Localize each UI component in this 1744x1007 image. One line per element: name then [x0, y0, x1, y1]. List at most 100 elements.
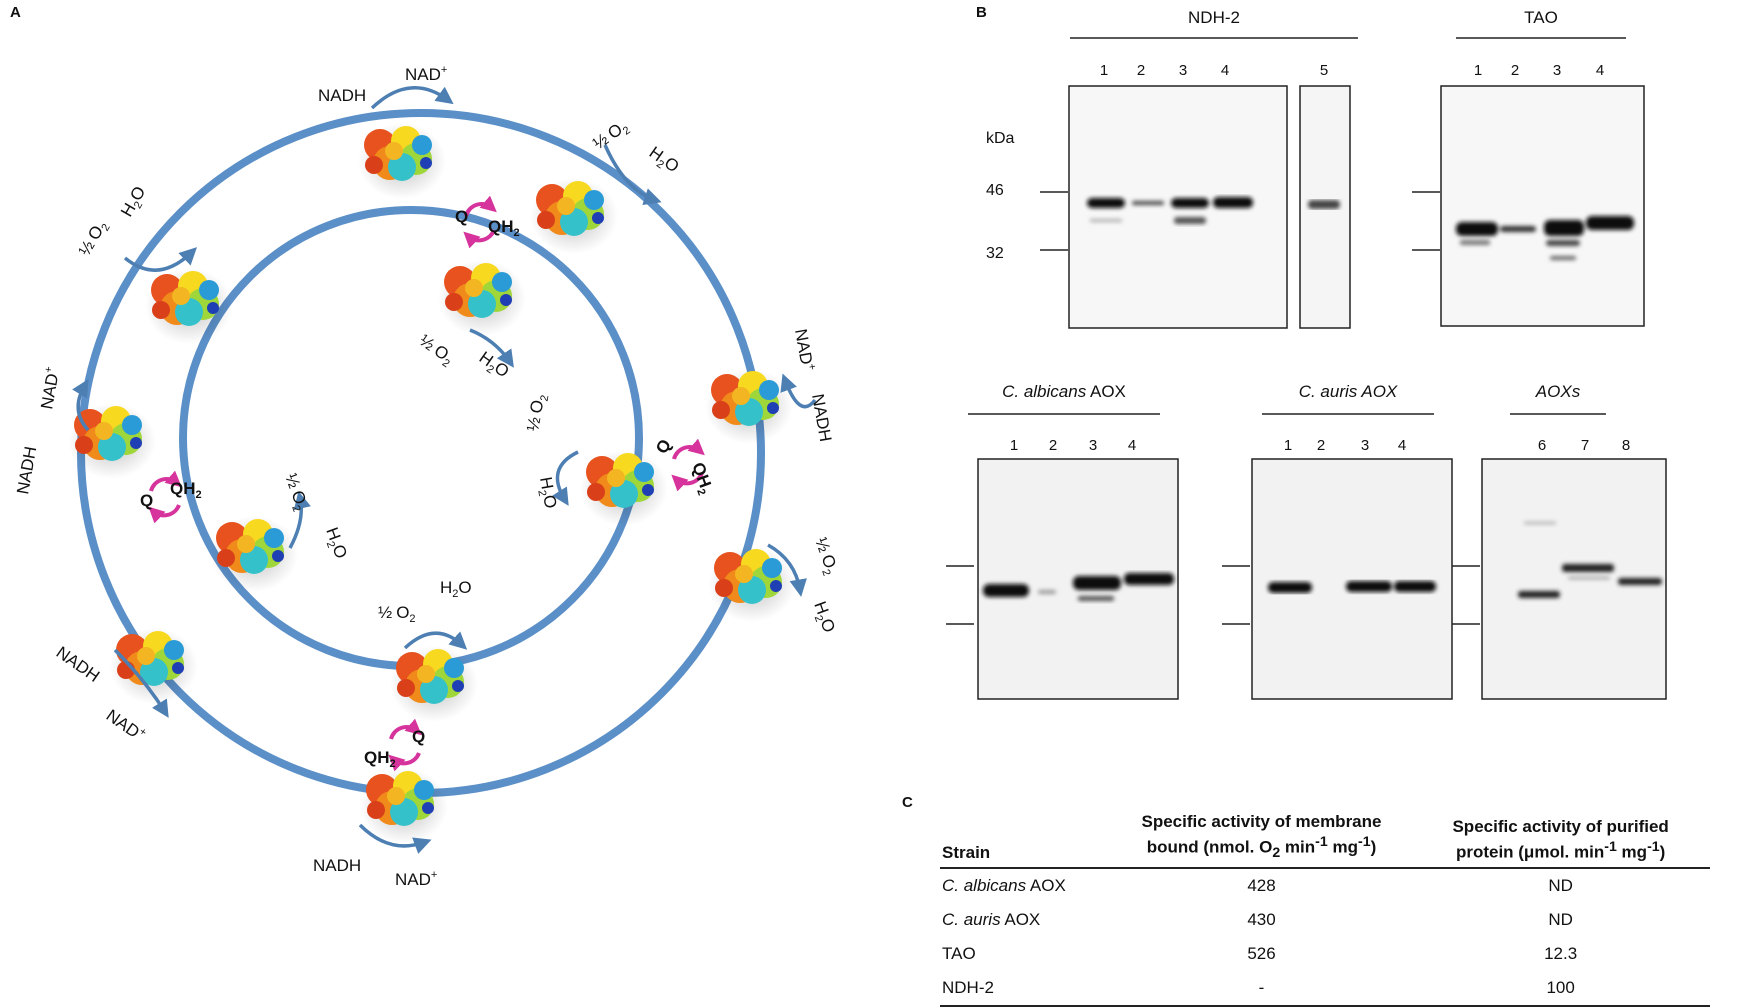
label-h2o-inner-bottom: H2O — [440, 578, 472, 600]
cauris-lane-4: 4 — [1397, 437, 1407, 454]
tao-lane-3: 3 — [1552, 62, 1562, 79]
tao-band-3b — [1546, 240, 1580, 246]
calbicans-lane-3: 3 — [1088, 437, 1098, 454]
arrow-inner-bottom-o2 — [403, 631, 468, 650]
label-nad-left-bottom: NAD+ — [103, 705, 149, 746]
protein-bottom — [360, 768, 448, 844]
panel-a-letter: A — [10, 4, 21, 21]
calbicans-lane-1: 1 — [1009, 437, 1019, 454]
arrow-left-bottom-nadh — [113, 648, 169, 718]
label-h2o-left-top: H2O — [117, 183, 152, 221]
arrow-right-nad — [780, 373, 817, 409]
label-nad-left: NAD+ — [36, 366, 63, 411]
calbicans-band-3b — [1078, 596, 1114, 601]
aoxs-title: AOXs — [1535, 382, 1581, 401]
tao-lane-4: 4 — [1595, 62, 1605, 79]
cauris-title: C. auris AOX — [1298, 382, 1398, 401]
label-nad-top: NAD+ — [405, 64, 447, 84]
aoxs-band-8 — [1618, 578, 1662, 585]
calbicans-band-1 — [983, 584, 1029, 597]
ndh2-lane5-blot — [1299, 85, 1351, 329]
aoxs-lane-8: 8 — [1621, 437, 1631, 454]
label-o2-inner-right: ½O2 — [523, 392, 551, 433]
label-nad-right: NAD+ — [791, 327, 818, 372]
label-o2-right: ½O2 — [808, 535, 842, 578]
aoxs-lane-6: 6 — [1537, 437, 1547, 454]
aoxs-blot — [1481, 458, 1667, 700]
ndh2-lane5-band — [1308, 200, 1340, 209]
tao-band-1 — [1456, 222, 1498, 236]
arrow-bottom-nadh — [358, 823, 432, 854]
table-row: C. auris AOX 430 ND — [940, 903, 1710, 937]
calbicans-lane-4: 4 — [1127, 437, 1137, 454]
mw-46-label: 46 — [986, 182, 1004, 199]
label-o2-top-right: ½O2 — [589, 116, 632, 156]
label-h2o-inner-left: H2O — [319, 525, 350, 562]
ndh2-lane-4: 4 — [1220, 62, 1230, 79]
panel-a-diagram: NADH NAD+ ½O2 H2O ½O2 H2O ½O2 H2O Q QH2 … — [13, 64, 842, 889]
ndh2-band-1 — [1087, 198, 1125, 208]
header-strain: Strain — [940, 810, 1112, 870]
arrow-right-o2 — [767, 543, 807, 597]
aoxs-band-6b — [1524, 522, 1556, 524]
protein-left — [68, 403, 156, 479]
label-q-right: Q — [652, 436, 675, 457]
cauris-band-4 — [1394, 581, 1436, 592]
label-o2-left-top: ½O2 — [75, 217, 113, 261]
row-membrane: 430 — [1247, 910, 1276, 930]
tao-band-3c — [1550, 256, 1576, 260]
calbicans-band-3 — [1073, 576, 1121, 590]
label-nadh-left: NADH — [13, 445, 40, 496]
protein-top-right — [530, 178, 618, 254]
calbicans-blot — [977, 458, 1179, 700]
cauris-band-1 — [1268, 582, 1312, 593]
row-purified: ND — [1548, 910, 1573, 930]
mw-unit-label: kDa — [986, 130, 1015, 147]
header-membrane: Specific activity of membrane bound (nmo… — [1111, 810, 1412, 870]
protein-right-top — [705, 368, 793, 444]
label-nadh-left-bottom: NADH — [53, 643, 103, 686]
activity-table: Strain Specific activity of membrane bou… — [940, 810, 1710, 1007]
row-strain: TAO — [942, 944, 976, 964]
protein-inner-left — [210, 516, 298, 592]
arrow-top-nadh — [370, 86, 454, 110]
label-h2o-top-right: H2O — [644, 143, 683, 179]
protein-top — [358, 123, 446, 199]
aoxs-band-7b — [1568, 577, 1610, 579]
ndh2-band-3b — [1174, 217, 1206, 224]
row-membrane: 428 — [1247, 876, 1276, 896]
label-nadh-right: NADH — [808, 392, 835, 443]
table-row: TAO 526 12.3 — [940, 937, 1710, 971]
tao-band-3 — [1544, 220, 1584, 236]
header-purified: Specific activity of purified protein (μ… — [1411, 810, 1710, 870]
label-nadh-top: NADH — [318, 86, 366, 105]
row-purified: ND — [1548, 876, 1573, 896]
ndh2-title: NDH-2 — [1188, 8, 1240, 27]
arrow-left-top-o2 — [123, 247, 198, 272]
aoxs-band-7 — [1562, 564, 1614, 572]
label-o2-inner-top: ½O2 — [414, 331, 457, 371]
ndh2-band-4 — [1213, 197, 1253, 208]
tao-lane-2: 2 — [1510, 62, 1520, 79]
protein-left-bottom — [110, 628, 198, 704]
protein-inner-top — [438, 260, 526, 336]
row-purified: 12.3 — [1544, 944, 1578, 964]
protein-left-top — [145, 268, 233, 344]
protein-inner-right — [580, 450, 668, 526]
ndh2-band-2 — [1132, 201, 1164, 205]
arrow-inner-right-o2 — [552, 450, 579, 506]
row-strain: NDH-2 — [940, 971, 1112, 1007]
ndh2-lane-3: 3 — [1178, 62, 1188, 79]
cauris-blot — [1251, 458, 1453, 700]
panel-c-letter: C — [902, 794, 913, 811]
label-h2o-inner-top: H2O — [474, 348, 513, 384]
ndh2-blot — [1068, 85, 1288, 329]
tao-lane-1: 1 — [1473, 62, 1483, 79]
label-o2-inner-left: ½O2 — [278, 471, 312, 514]
aoxs-lane-7: 7 — [1580, 437, 1590, 454]
label-q-inner-top: Q — [455, 207, 468, 226]
calbicans-lane-2: 2 — [1048, 437, 1058, 454]
arrow-inner-left-o2 — [288, 491, 311, 549]
aoxs-band-6 — [1518, 591, 1560, 598]
label-nadh-bottom: NADH — [313, 856, 361, 875]
